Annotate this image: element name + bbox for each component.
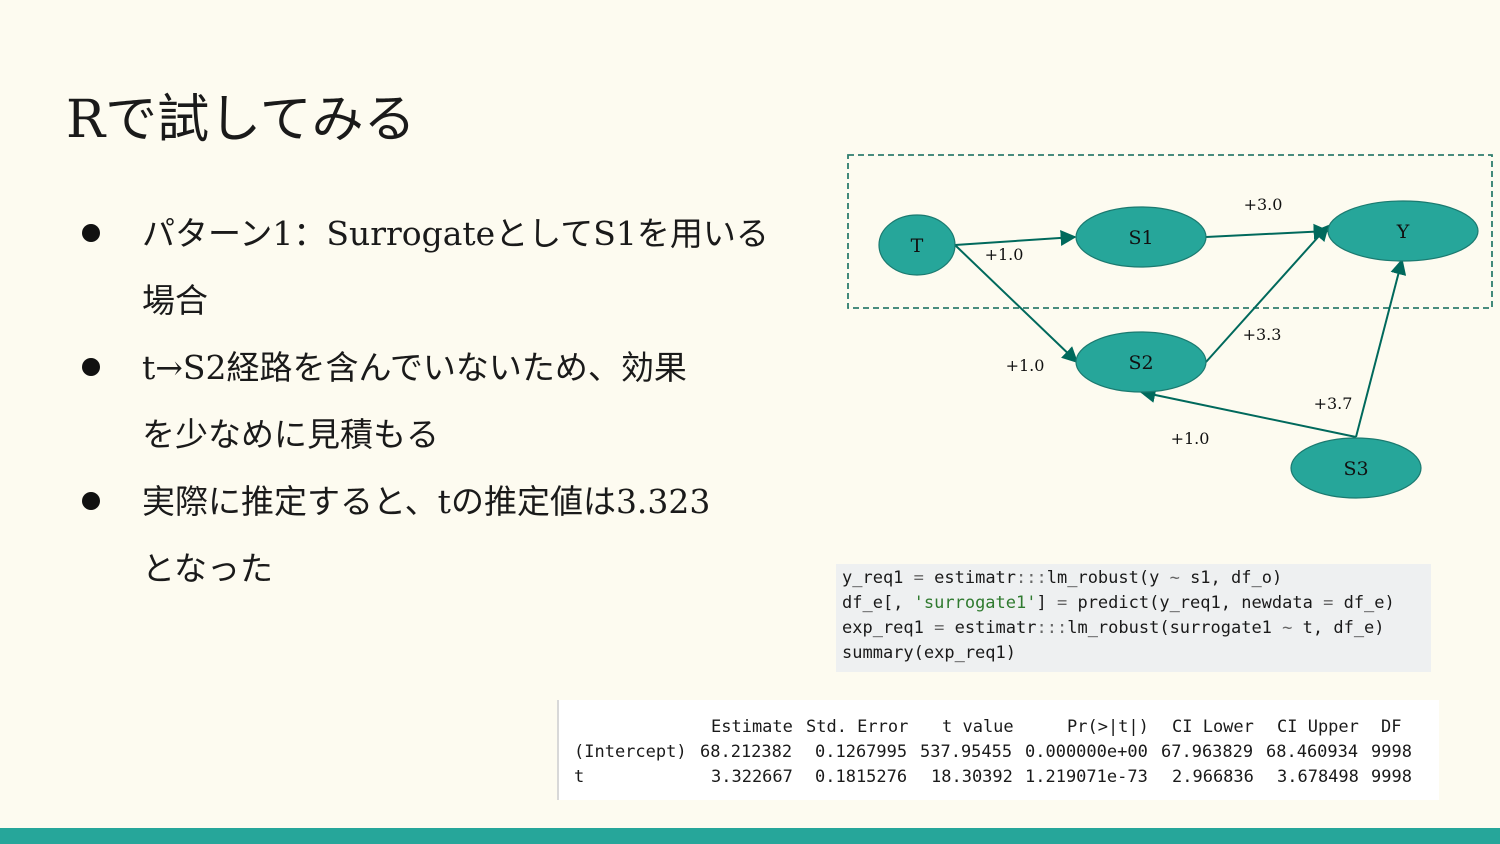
edge-s3-y — [1355, 258, 1407, 438]
bullet-line: t→S2経路を含んでいないため、効果 — [142, 348, 687, 387]
output-row-intercept: (Intercept) 68.212382 0.1267995 537.9545… — [574, 742, 1412, 762]
edge-label-s2-y: +3.3 — [1243, 325, 1282, 344]
col-header: Std. Error — [806, 717, 909, 737]
bullet-line: となった — [142, 549, 274, 588]
output-header-row: Estimate Std. Error t value Pr(>|t|) CI … — [559, 715, 1439, 740]
edge-s1-y — [1205, 223, 1330, 240]
r-code-block: y_req1 = estimatr:::lm_robust(y ~ s1, df… — [836, 564, 1431, 672]
bullet-item: パターン1：SurrogateとしてS1を用いる 場合 — [80, 200, 770, 334]
bullet-item: t→S2経路を含んでいないため、効果 を少なめに見積もる — [80, 334, 770, 468]
code-line: df_e[, 'surrogate1'] = predict(y_req1, n… — [842, 593, 1395, 613]
edge-label-t-s1: +1.0 — [985, 245, 1024, 264]
col-header: CI Lower — [1172, 717, 1254, 737]
edge-t-s1 — [954, 229, 1077, 246]
bullet-list: パターン1：SurrogateとしてS1を用いる 場合 t→S2経路を含んでいな… — [80, 200, 770, 602]
bullet-line: 実際に推定すると、tの推定値は3.323 — [142, 482, 711, 521]
node-y-label: Y — [1396, 221, 1410, 243]
node-s2 — [1075, 331, 1207, 393]
col-header: Estimate — [711, 717, 793, 737]
code-line: summary(exp_req1) — [842, 643, 1016, 663]
slide-title: Rで試してみる — [66, 90, 416, 150]
edge-t-s2 — [954, 244, 1079, 364]
bullet-line: パターン1：SurrogateとしてS1を用いる — [142, 214, 769, 253]
bullet-line: 場合 — [142, 281, 208, 320]
regression-output: Estimate Std. Error t value Pr(>|t|) CI … — [557, 700, 1439, 800]
bullet-dot-icon — [82, 224, 100, 242]
bullet-dot-icon — [82, 492, 100, 510]
bullet-item: 実際に推定すると、tの推定値は3.323 となった — [80, 468, 770, 602]
node-s1 — [1075, 206, 1207, 268]
edge-label-s3-y: +3.7 — [1314, 394, 1353, 413]
bullet-line: を少なめに見積もる — [142, 415, 439, 454]
output-row-t: t 3.322667 0.1815276 18.30392 1.219071e-… — [574, 767, 1412, 787]
edge-s3-s2 — [1139, 387, 1357, 438]
edge-label-t-s2: +1.0 — [1006, 356, 1045, 375]
col-header: t value — [942, 717, 1014, 737]
footer-accent-bar — [0, 828, 1500, 844]
node-s2-label: S2 — [1128, 352, 1153, 374]
col-header: DF — [1381, 717, 1402, 737]
node-y — [1327, 200, 1479, 262]
col-header: Pr(>|t|) — [1067, 717, 1149, 737]
edge-label-s3-s2: +1.0 — [1171, 429, 1210, 448]
edge-s2-y — [1205, 224, 1330, 363]
code-line: y_req1 = estimatr:::lm_robust(y ~ s1, df… — [842, 568, 1283, 588]
node-s3 — [1290, 437, 1422, 499]
surrogate-highlight-box — [847, 154, 1493, 309]
node-t-label: T — [911, 235, 924, 257]
edge-label-s1-y: +3.0 — [1244, 195, 1283, 214]
node-s1-label: S1 — [1128, 227, 1153, 249]
node-t — [878, 214, 956, 276]
node-s3-label: S3 — [1343, 458, 1368, 480]
bullet-dot-icon — [82, 358, 100, 376]
code-line: exp_req1 = estimatr:::lm_robust(surrogat… — [842, 618, 1385, 638]
col-header: CI Upper — [1277, 717, 1359, 737]
